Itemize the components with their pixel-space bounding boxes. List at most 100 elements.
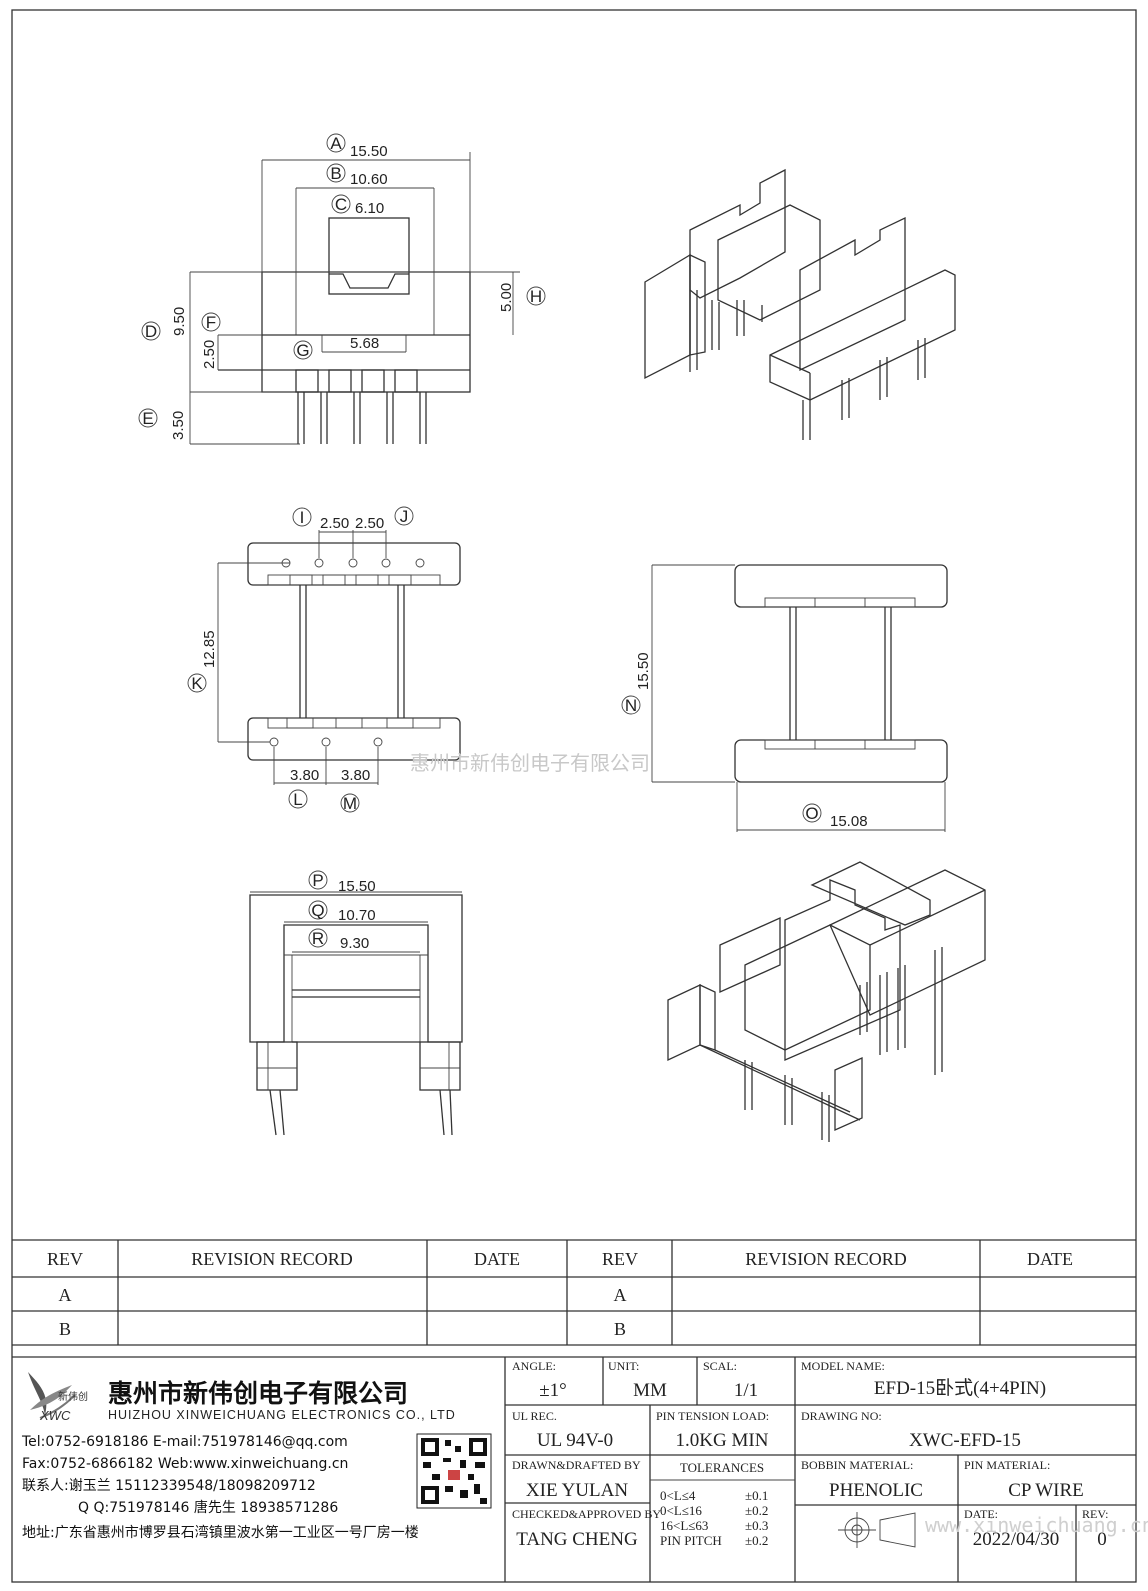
dim-m-value: 3.80	[341, 767, 370, 784]
tolerances-label: TOLERANCES	[680, 1460, 764, 1475]
dim-letter-n: N	[625, 696, 637, 715]
company-tel-email: Tel:0752-6918186 E-mail:751978146@qq.com	[21, 1434, 348, 1450]
dim-letter-i: I	[300, 508, 305, 527]
drawn-by-value: XIE YULAN	[526, 1480, 628, 1501]
dim-n-value: 15.50	[635, 652, 652, 690]
company-fax-web: Fax:0752-6866182 Web:www.xinweichuang.cn	[22, 1456, 348, 1472]
company-name-chinese: 惠州市新伟创电子有限公司	[108, 1379, 408, 1408]
dim-letter-r: R	[312, 929, 324, 948]
dim-k-value: 12.85	[201, 630, 218, 668]
company-watermark: 惠州市新伟创电子有限公司	[410, 751, 650, 775]
dim-letter-o: O	[805, 804, 818, 823]
rev-row-b-right: B	[614, 1319, 626, 1339]
tolerance-range-1: 0<L≤4	[660, 1488, 696, 1503]
dim-p-value: 15.50	[338, 878, 376, 895]
dim-letter-h: H	[530, 287, 542, 306]
dim-b-value: 10.60	[350, 171, 388, 188]
dim-letter-c: C	[335, 195, 347, 214]
dim-letter-b: B	[330, 164, 341, 183]
rev-row-b-left: B	[59, 1319, 71, 1339]
tolerance-range-4: PIN PITCH	[660, 1533, 722, 1548]
rev-header-2: REV	[602, 1249, 638, 1269]
model-name-value: EFD-15卧式(4+4PIN)	[874, 1377, 1046, 1399]
dim-q-value: 10.70	[338, 907, 376, 924]
unit-value: MM	[633, 1380, 667, 1401]
dim-r-value: 9.30	[340, 935, 369, 952]
dim-i-value: 2.50	[320, 515, 349, 532]
date-header-2: DATE	[1027, 1249, 1073, 1269]
dim-f-value: 2.50	[201, 340, 218, 369]
side-view: 15.50 N O 15.08	[621, 564, 948, 832]
checked-by-value: TANG CHENG	[516, 1529, 638, 1550]
checked-by-label: CHECKED&APPROVED BY	[512, 1507, 661, 1521]
rev-label: REV:	[1082, 1507, 1108, 1521]
dim-letter-a: A	[330, 134, 342, 153]
drawing-no-value: XWC-EFD-15	[909, 1430, 1021, 1451]
pin-material-label: PIN MATERIAL:	[964, 1458, 1050, 1472]
company-logo-icon	[28, 1372, 76, 1419]
dim-e-value: 3.50	[170, 411, 187, 440]
pin-material-value: CP WIRE	[1008, 1480, 1083, 1501]
dim-a-value: 15.50	[350, 143, 388, 160]
dim-letter-p: P	[312, 871, 323, 890]
tolerance-value-2: ±0.2	[745, 1503, 768, 1518]
pin-tension-value: 1.0KG MIN	[676, 1430, 769, 1451]
rev-value: 0	[1097, 1529, 1107, 1550]
tolerance-value-1: ±0.1	[745, 1488, 768, 1503]
isometric-view-top	[644, 168, 956, 440]
tolerance-value-4: ±0.2	[745, 1533, 768, 1548]
logo-abbreviation: XWC	[39, 1408, 71, 1423]
dim-letter-q: Q	[311, 901, 324, 920]
dim-letter-m: M	[343, 794, 357, 813]
company-info: 新伟创 XWC 惠州市新伟创电子有限公司 HUIZHOU XINWEICHUAN…	[21, 1372, 492, 1541]
dim-o-value: 15.08	[830, 813, 868, 830]
company-name-english: HUIZHOU XINWEICHUANG ELECTRONICS CO., LT…	[108, 1408, 456, 1422]
dim-letter-d: D	[145, 322, 157, 341]
title-block: ANGLE: ±1° UNIT: MM SCAL: 1/1 MODEL NAME…	[12, 1356, 1148, 1582]
drawing-no-label: DRAWING NO:	[801, 1409, 882, 1423]
logo-text: 新伟创	[58, 1390, 88, 1403]
pin-tension-label: PIN TENSION LOAD:	[656, 1409, 769, 1423]
company-contact-2: Q Q:751978146 唐先生 18938571286	[78, 1499, 338, 1516]
isometric-view-bottom	[667, 861, 986, 1142]
dim-letter-g: G	[296, 341, 309, 360]
company-contact-1: 联系人:谢玉兰 15112339548/18098209712	[22, 1478, 316, 1494]
sheet-border	[11, 9, 1137, 1583]
projection-symbol-icon	[838, 1512, 916, 1548]
revision-table: REV REVISION RECORD DATE REV REVISION RE…	[12, 1239, 1136, 1346]
top-view: A 15.50 B 10.60 C 6.10 D 9.50 F 2.50 G 5…	[138, 133, 546, 445]
bobbin-material-value: PHENOLIC	[829, 1480, 923, 1501]
dim-letter-e: E	[142, 409, 153, 428]
dim-d-value: 9.50	[171, 307, 188, 336]
company-address: 地址:广东省惠州市博罗县石湾镇里波水第一工业区一号厂房一楼	[22, 1524, 419, 1541]
qr-code-icon	[416, 1433, 492, 1509]
tolerance-range-3: 16<L≤63	[660, 1518, 708, 1533]
dim-letter-f: F	[206, 313, 216, 332]
ul-rec-label: UL REC.	[512, 1409, 557, 1423]
dim-j-value: 2.50	[355, 515, 384, 532]
ul-rec-value: UL 94V-0	[537, 1430, 613, 1451]
scale-value: 1/1	[734, 1380, 758, 1401]
rev-header-1: REV	[47, 1249, 83, 1269]
tolerance-range-2: 0<L≤16	[660, 1503, 702, 1518]
revision-record-header-2: REVISION RECORD	[745, 1249, 907, 1269]
date-value: 2022/04/30	[973, 1529, 1060, 1550]
scale-label: SCAL:	[703, 1359, 737, 1373]
revision-record-header-1: REVISION RECORD	[191, 1249, 353, 1269]
unit-label: UNIT:	[608, 1359, 639, 1373]
dim-l-value: 3.80	[290, 767, 319, 784]
bobbin-material-label: BOBBIN MATERIAL:	[801, 1458, 913, 1472]
drawn-by-label: DRAWN&DRAFTED BY	[512, 1458, 641, 1472]
dim-g-value: 5.68	[350, 335, 379, 352]
front-view: P 15.50 Q 10.70 R 9.30	[249, 870, 463, 1136]
rev-row-a-right: A	[614, 1285, 627, 1305]
tolerance-value-3: ±0.3	[745, 1518, 768, 1533]
angle-label: ANGLE:	[512, 1359, 556, 1373]
rev-row-a-left: A	[59, 1285, 72, 1305]
date-header-1: DATE	[474, 1249, 520, 1269]
date-label: DATE:	[964, 1507, 998, 1521]
model-name-label: MODEL NAME:	[801, 1359, 885, 1373]
dim-letter-j: J	[400, 507, 409, 526]
web-watermark: www.xinweichuang.cn	[925, 1513, 1148, 1537]
